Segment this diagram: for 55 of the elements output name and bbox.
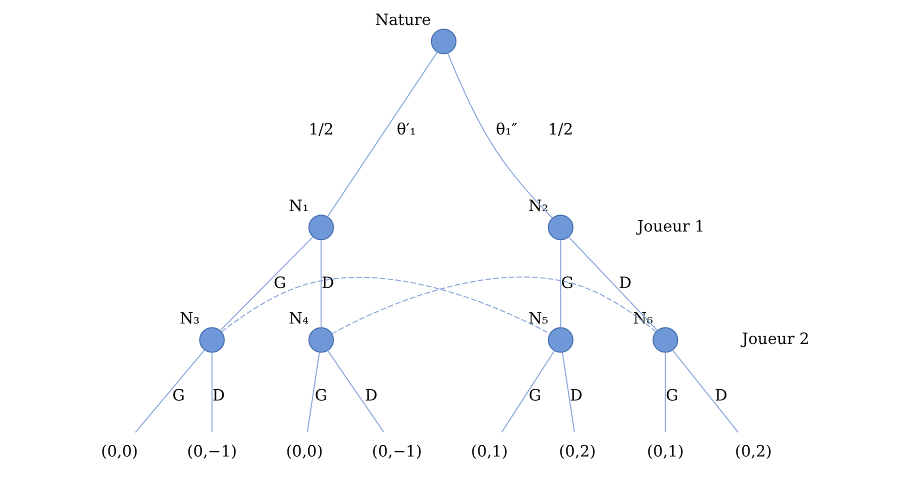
label: Joueur 1 [637, 218, 705, 236]
node-text: (0,0) [286, 442, 323, 461]
connector [327, 52, 438, 218]
connector [320, 240, 322, 328]
connector [332, 276, 656, 334]
edge-label: D [714, 386, 728, 404]
edge-label: D [322, 274, 334, 292]
node-text: (0,−1) [187, 442, 237, 461]
label: 1/2 [548, 120, 574, 139]
connector [306, 352, 320, 432]
edge-label: G [561, 274, 574, 292]
connector [664, 352, 666, 432]
edge-label: D [570, 386, 583, 404]
edge-label: D [619, 274, 632, 292]
node-label: N₃ [180, 309, 200, 328]
edge-label: G [528, 386, 542, 404]
connector [447, 52, 553, 218]
connector [211, 352, 213, 432]
node-text: (0,1) [646, 442, 684, 461]
connector [135, 350, 205, 433]
connector [222, 276, 550, 334]
node-label: N₄ [288, 309, 309, 328]
edge-label: D [212, 386, 225, 404]
node-text: (0,0) [101, 442, 138, 461]
node-text: (0,2) [734, 442, 772, 461]
edge-label: G [666, 386, 678, 404]
node-text: (0,1) [470, 442, 508, 461]
node-label: N₁ [288, 196, 309, 215]
node-circle [308, 214, 334, 240]
connector [672, 350, 739, 433]
node-text: (0,−1) [372, 442, 422, 461]
edge-label: G [314, 386, 328, 404]
node-circle [308, 327, 334, 353]
node-label: N₂ [528, 196, 548, 215]
node-label: N₅ [528, 309, 548, 328]
connector [568, 236, 658, 331]
connector [327, 350, 384, 432]
connector [220, 236, 314, 331]
edge-label: G [172, 386, 185, 404]
node-circle [430, 28, 456, 54]
edge-label: G [274, 274, 286, 292]
node-label: Nature [375, 10, 431, 29]
edge-label: D [365, 386, 378, 404]
node-circle [548, 327, 574, 353]
node-text: (0,2) [558, 442, 596, 461]
label: 1/2 [308, 120, 334, 139]
connector [501, 350, 555, 433]
node-circle [199, 327, 225, 353]
node-circle [548, 214, 574, 240]
label: Joueur 2 [742, 330, 810, 348]
connector [560, 240, 562, 328]
edge-label: θ′₁ [396, 120, 416, 139]
connector [562, 352, 575, 432]
edge-label: θ₁″ [496, 120, 518, 139]
node-circle [652, 327, 678, 353]
